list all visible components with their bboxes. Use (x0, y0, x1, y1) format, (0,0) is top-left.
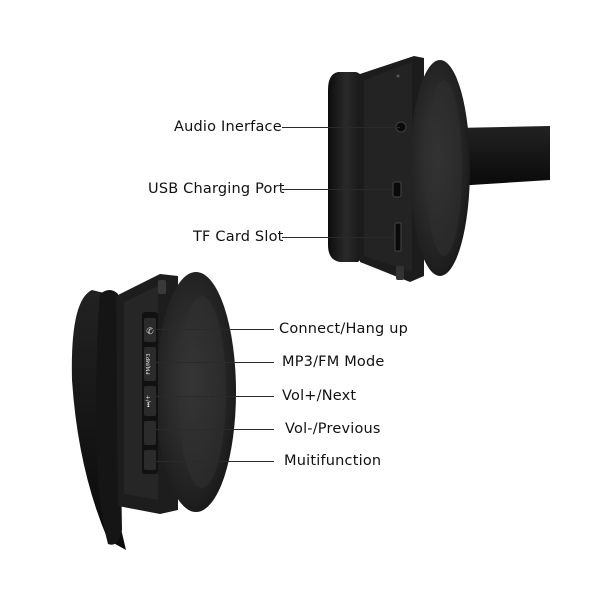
button-connect (144, 318, 156, 342)
callout-connect-hang-up: Connect/Hang up (279, 321, 409, 337)
top-headband (455, 126, 550, 186)
leader-multifunction (152, 461, 274, 462)
callout-vol-next: Vol+/Next (282, 388, 357, 404)
top-outer-plate (328, 72, 364, 262)
leader-vol-previous (152, 429, 274, 430)
leader-mp3-fm (152, 362, 274, 363)
callout-audio-interface: Audio Inerface (174, 119, 282, 135)
bottom-earcup: ✆ FM/MP3 ⏭/+ (71, 272, 236, 550)
leader-tf-card-slot (282, 237, 396, 238)
usb-port (392, 181, 402, 198)
leader-audio-interface (282, 127, 400, 128)
button-marking-volup: ⏭/+ (145, 395, 152, 407)
leader-connect (152, 329, 274, 330)
bottom-outer-plate (96, 290, 122, 545)
leader-vol-next (152, 396, 274, 397)
top-earcup (328, 56, 550, 282)
button-vol-down (144, 421, 156, 445)
phone-icon: ✆ (146, 327, 154, 337)
callout-mp3-fm-mode: MP3/FM Mode (282, 354, 385, 370)
button-vol-up (144, 386, 156, 416)
callout-vol-previous: Vol-/Previous (285, 421, 381, 437)
button-multifunction (144, 450, 156, 470)
button-marking-mode: FM/MP3 (146, 353, 152, 375)
leader-usb-charging-port (282, 189, 394, 190)
callout-usb-charging-port: USB Charging Port (148, 181, 285, 197)
callout-tf-card-slot: TF Card Slot (193, 229, 284, 245)
callout-multifunction: Muitifunction (284, 453, 382, 469)
button-mode (144, 347, 156, 381)
